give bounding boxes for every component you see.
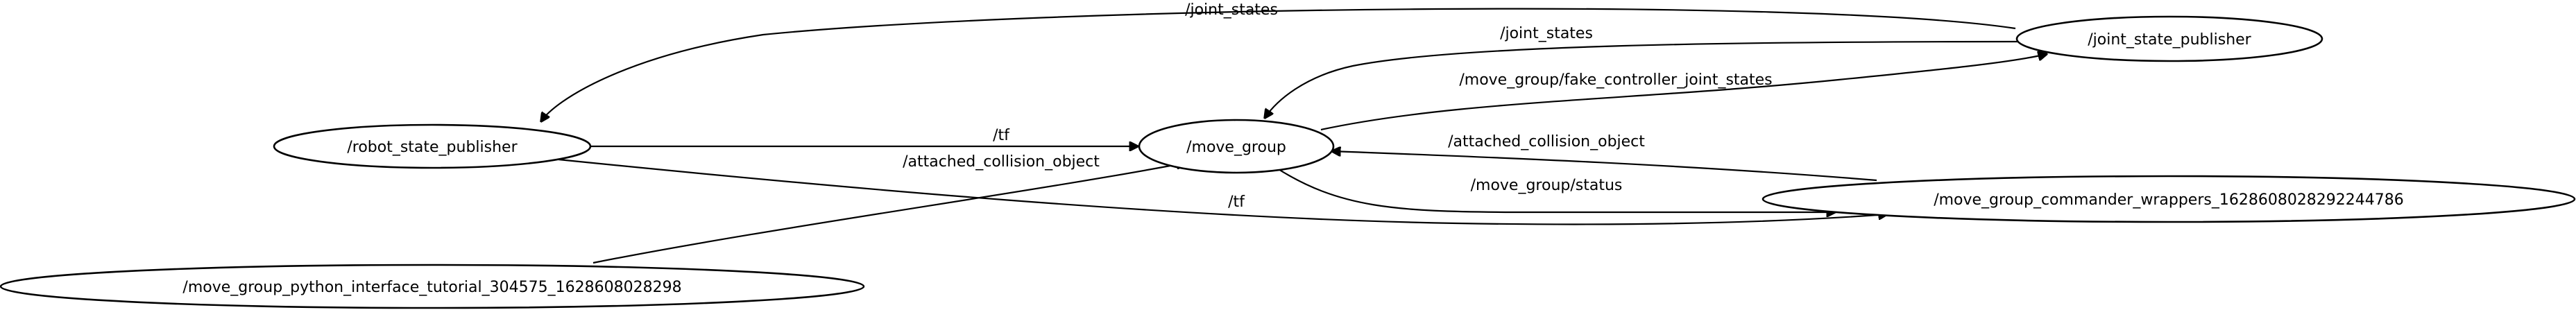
edge-rsp-to-mg[interactable]: /tf bbox=[586, 127, 1138, 146]
edge-path bbox=[541, 8, 2016, 121]
edge-jsp-to-mg[interactable]: /joint_states bbox=[1265, 25, 2021, 118]
node-ellipse bbox=[1762, 175, 2576, 223]
node-label: /robot_state_publisher bbox=[347, 139, 518, 156]
node-label: /joint_state_publisher bbox=[2088, 31, 2251, 49]
edge-path bbox=[1332, 151, 1877, 182]
edge-label: /attached_collision_object bbox=[903, 153, 1100, 171]
node-label: /move_group_python_interface_tutorial_30… bbox=[182, 279, 681, 296]
edge-label: /tf bbox=[1228, 193, 1245, 211]
node-joint-state-publisher[interactable]: /joint_state_publisher bbox=[2015, 15, 2323, 62]
edge-mg-to-cw[interactable]: /move_group/status bbox=[1274, 166, 1835, 212]
node-move-group[interactable]: /move_group bbox=[1138, 119, 1335, 174]
edge-label: /move_group/fake_controller_joint_states bbox=[1459, 71, 1772, 89]
edge-rsp-to-cw[interactable]: /tf bbox=[558, 158, 1887, 225]
edge-mg-to-jsp[interactable]: /move_group/fake_controller_joint_states bbox=[1320, 54, 2047, 131]
node-label: /move_group bbox=[1186, 139, 1286, 156]
edge-path bbox=[1320, 54, 2047, 131]
node-python-interface-tutorial[interactable]: /move_group_python_interface_tutorial_30… bbox=[0, 264, 865, 309]
node-ellipse bbox=[273, 123, 592, 169]
edge-path bbox=[558, 158, 1887, 225]
edge-label: /tf bbox=[993, 127, 1010, 144]
node-ellipse bbox=[2015, 15, 2323, 62]
node-robot-state-publisher[interactable]: /robot_state_publisher bbox=[273, 123, 592, 169]
edge-path bbox=[1265, 40, 2021, 118]
edge-label: /attached_collision_object bbox=[1448, 133, 1645, 150]
edge-path bbox=[592, 163, 1185, 264]
edge-path bbox=[1274, 166, 1835, 212]
edge-label: /joint_states bbox=[1185, 1, 1278, 19]
node-commander-wrappers[interactable]: /move_group_commander_wrappers_162860802… bbox=[1762, 175, 2576, 223]
edge-cw-to-mg[interactable]: /attached_collision_object bbox=[1332, 133, 1877, 182]
node-label: /move_group_commander_wrappers_162860802… bbox=[1934, 191, 2404, 209]
edge-tutorial-to-mg[interactable]: /attached_collision_object bbox=[592, 153, 1185, 264]
edge-label: /move_group/status bbox=[1471, 177, 1623, 194]
node-ellipse bbox=[0, 264, 865, 309]
node-ellipse bbox=[1138, 119, 1335, 174]
edge-jsp-to-rsp[interactable]: /joint_states bbox=[541, 1, 2016, 121]
edge-label: /joint_states bbox=[1500, 25, 1593, 42]
